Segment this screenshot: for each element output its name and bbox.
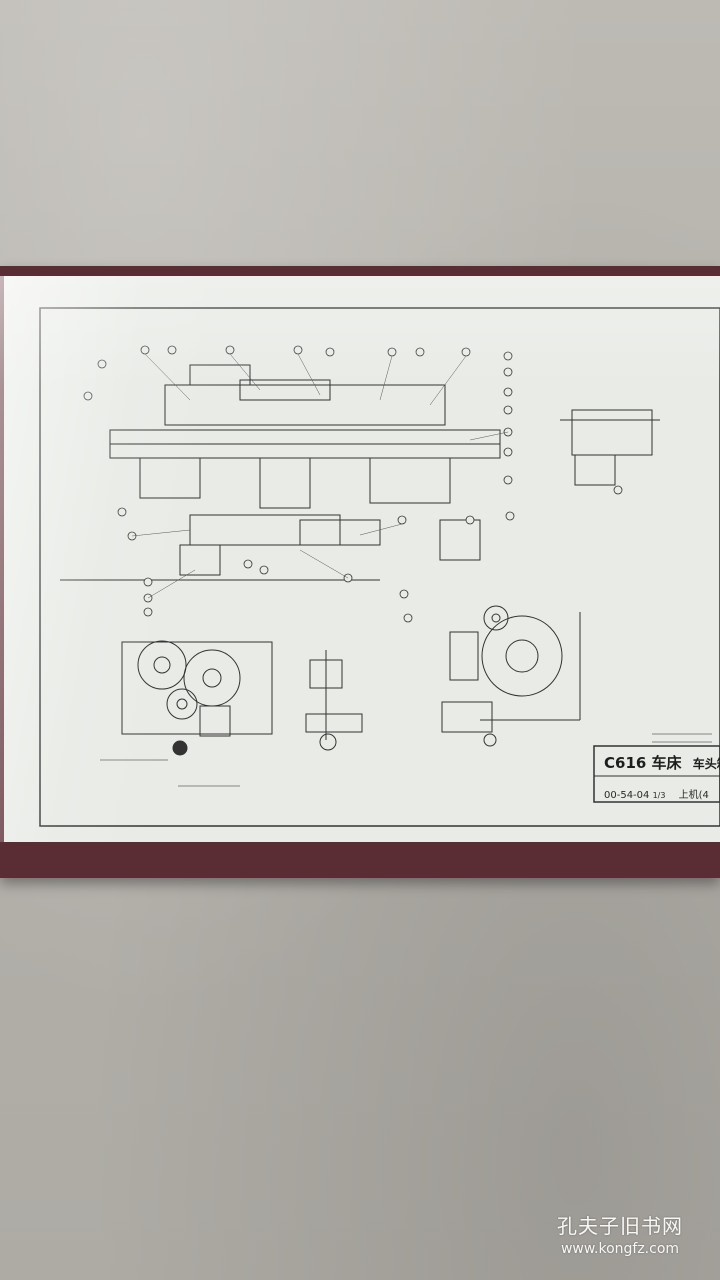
gear-view-right [441,605,581,747]
spindle-section [60,364,501,581]
gear-view-left [121,640,273,756]
watermark: 孔夫子旧书网 www.kongfz.com [540,1210,700,1257]
title-block-heading: C616 车床 车头箱 [604,752,720,773]
drawing-title: C616 车床 [604,754,682,772]
shift-fork-view [305,650,363,751]
title-block-code: 00-54-04 1/3 上机(4 [604,786,709,801]
watermark-name: 孔夫子旧书网 [557,1214,683,1238]
drawing-code-fraction: 1/3 [652,791,666,800]
watermark-url: www.kongfz.com [560,1241,680,1257]
drawing-sheet-note: 上机(4 [678,790,709,801]
leader-lines [131,353,509,599]
drawing-border [39,307,720,827]
detail-view-top-right [560,409,660,486]
drawing-subtitle: 车头箱 [692,757,720,771]
drawing-code: 00-54-04 [604,790,650,801]
